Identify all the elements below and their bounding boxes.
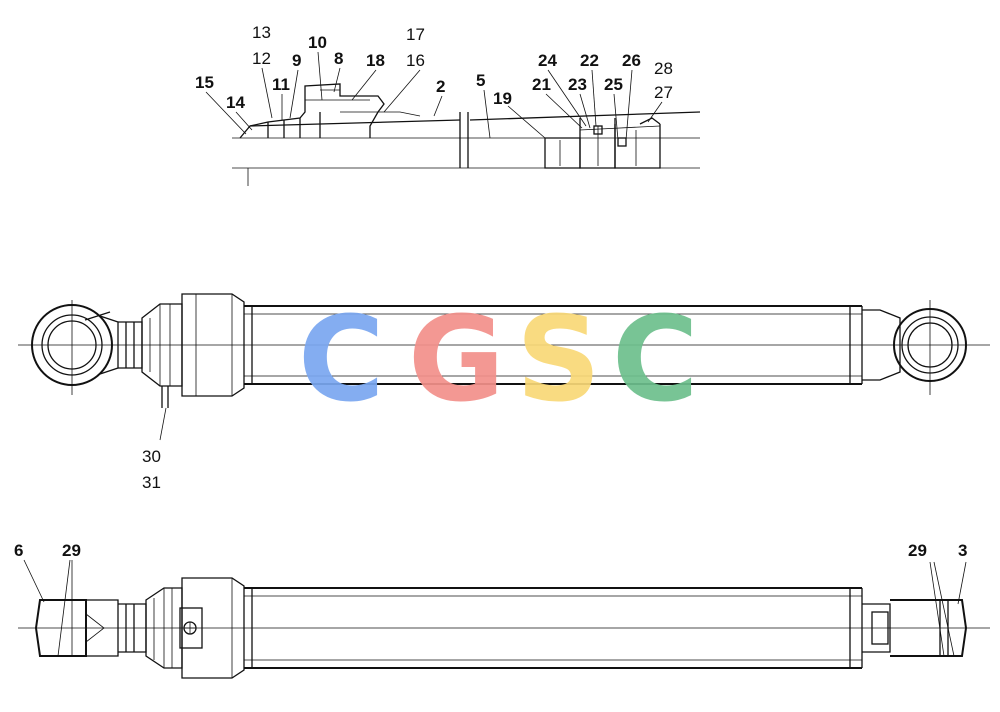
callout-2: 2 (436, 77, 445, 96)
callout-22: 22 (580, 51, 599, 70)
callout-27: 27 (654, 83, 673, 102)
callout-11: 11 (272, 75, 290, 94)
callout-9: 9 (292, 51, 301, 70)
callout-15: 15 (195, 73, 214, 92)
callout-29-right: 29 (908, 541, 927, 560)
callout-30: 30 (142, 447, 161, 466)
callout-14: 14 (226, 93, 245, 112)
callout-21: 21 (532, 75, 551, 94)
callout-28: 28 (654, 59, 673, 78)
callout-16: 16 (406, 51, 425, 70)
watermark-letter: C (298, 290, 385, 428)
callout-13: 13 (252, 23, 271, 42)
watermark-letter: G (408, 290, 505, 428)
watermark-letter: C (612, 290, 699, 428)
callout-8: 8 (334, 49, 343, 68)
callout-3: 3 (958, 541, 967, 560)
watermark-letter: S (516, 290, 601, 428)
callout-18: 18 (366, 51, 385, 70)
callout-25: 25 (604, 75, 623, 94)
callout-26: 26 (622, 51, 641, 70)
callout-12: 12 (252, 49, 271, 68)
callout-5: 5 (476, 71, 485, 90)
callout-19: 19 (493, 89, 512, 108)
callout-23: 23 (568, 75, 587, 94)
top-view: 6 29 29 3 (14, 541, 990, 679)
section-view-leaders (205, 51, 663, 141)
callout-6: 6 (14, 541, 23, 560)
callout-29-left: 29 (62, 541, 81, 560)
callout-31: 31 (142, 473, 161, 492)
side-view: 30 31 (18, 293, 990, 492)
callout-17: 17 (406, 25, 425, 44)
callout-10: 10 (308, 33, 327, 52)
callout-24: 24 (538, 51, 557, 70)
section-view (232, 83, 701, 186)
section-view-callouts: 13 12 10 9 8 11 15 14 18 17 16 2 5 19 24… (195, 23, 673, 112)
